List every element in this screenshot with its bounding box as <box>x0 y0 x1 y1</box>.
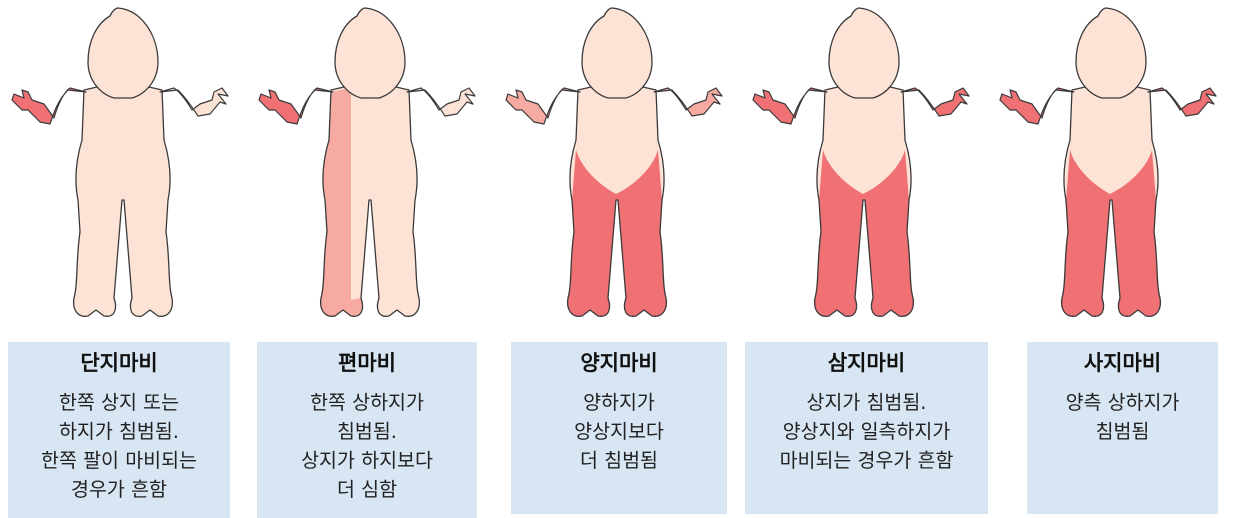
panel-diplegia: 양지마비 양하지가 양상지보다 더 침범됨 <box>494 0 741 518</box>
body-left-arm <box>160 88 228 116</box>
card-quadriplegia: 사지마비 양측 상하지가 침범됨 <box>1027 342 1218 514</box>
card-description: 양측 상하지가 침범됨 <box>1027 388 1218 446</box>
baby-figure-hemiplegia <box>247 0 494 330</box>
card-description: 양하지가 양상지보다 더 침범됨 <box>511 388 727 475</box>
baby-figure-quadriplegia <box>988 0 1235 330</box>
card-title: 편마비 <box>257 348 477 378</box>
card-hemiplegia: 편마비 한쪽 상하지가 침범됨. 상지가 하지보다 더 심함 <box>257 342 477 518</box>
body-right-arm <box>753 88 827 124</box>
baby-figure-triplegia <box>741 0 988 330</box>
card-description: 한쪽 상하지가 침범됨. 상지가 하지보다 더 심함 <box>257 388 477 504</box>
body-left-arm <box>1148 88 1216 116</box>
panel-quadriplegia: 사지마비 양측 상하지가 침범됨 <box>988 0 1235 518</box>
card-title: 삼지마비 <box>745 348 988 378</box>
panel-triplegia: 삼지마비 상지가 침범됨. 양상지와 일측하지가 마비되는 경우가 흔함 <box>741 0 988 518</box>
card-diplegia: 양지마비 양하지가 양상지보다 더 침범됨 <box>511 342 727 514</box>
card-title: 사지마비 <box>1027 348 1218 378</box>
body-right-arm <box>12 88 86 124</box>
card-title: 단지마비 <box>8 348 230 378</box>
body-left-arm <box>901 88 969 116</box>
baby-figure-monoplegia <box>0 0 247 330</box>
card-triplegia: 삼지마비 상지가 침범됨. 양상지와 일측하지가 마비되는 경우가 흔함 <box>745 342 988 514</box>
body-head <box>1076 8 1146 98</box>
card-monoplegia: 단지마비 한쪽 상지 또는 하지가 침범됨. 한쪽 팔이 마비되는 경우가 흔함 <box>8 342 230 518</box>
panel-hemiplegia: 편마비 한쪽 상하지가 침범됨. 상지가 하지보다 더 심함 <box>247 0 494 518</box>
card-title: 양지마비 <box>511 348 727 378</box>
body-right-arm <box>259 88 333 124</box>
body-right-arm <box>506 88 580 124</box>
baby-figure-diplegia <box>494 0 741 330</box>
body-head <box>582 8 652 98</box>
card-description: 상지가 침범됨. 양상지와 일측하지가 마비되는 경우가 흔함 <box>745 388 988 475</box>
panel-monoplegia: 단지마비 한쪽 상지 또는 하지가 침범됨. 한쪽 팔이 마비되는 경우가 흔함 <box>0 0 247 518</box>
card-description: 한쪽 상지 또는 하지가 침범됨. 한쪽 팔이 마비되는 경우가 흔함 <box>8 388 230 504</box>
body-right-arm <box>1000 88 1074 124</box>
body-head <box>88 8 158 98</box>
body-left-arm <box>654 88 722 116</box>
body-left-arm <box>407 88 475 116</box>
body-head <box>829 8 899 98</box>
body-head <box>335 8 405 98</box>
